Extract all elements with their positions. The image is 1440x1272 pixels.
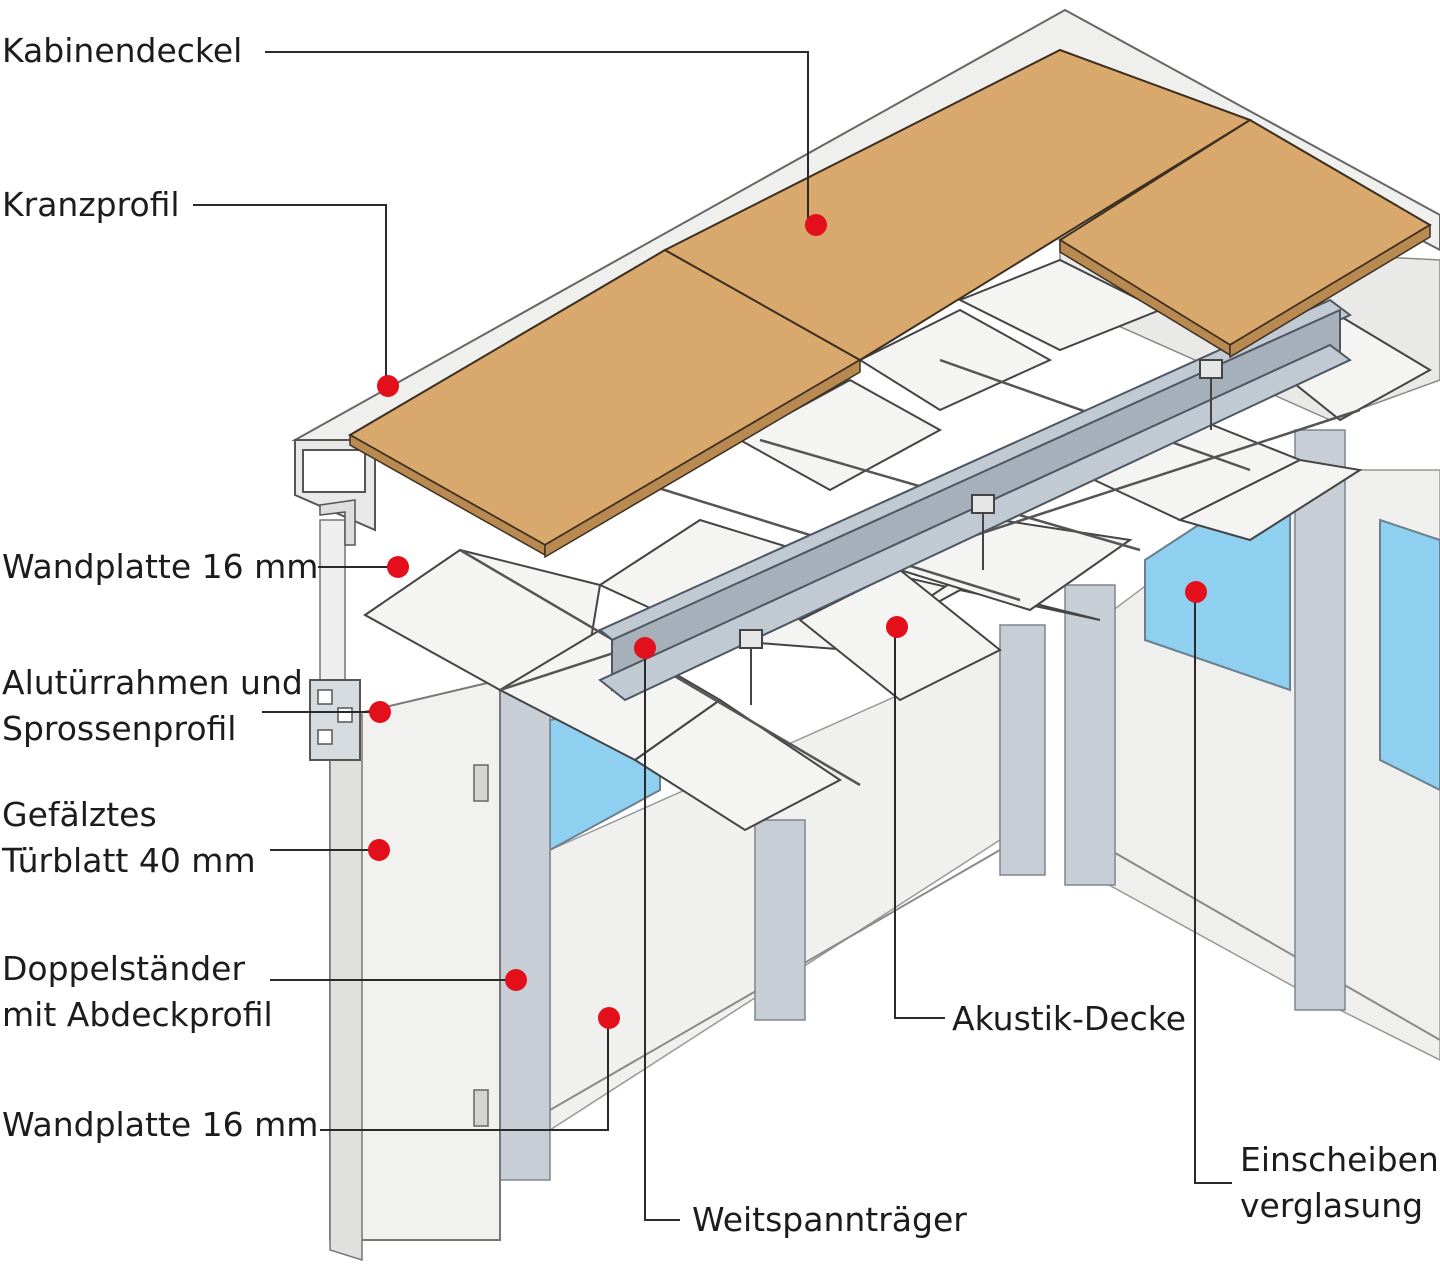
leader-kranzprofil [193,204,387,385]
marker-kabinendeckel [805,214,827,236]
marker-weitspanntraeger [634,637,656,659]
label-wandplatte-unten: Wandplatte 16 mm [2,1102,318,1148]
label-akustik-decke: Akustik-Decke [952,996,1186,1042]
marker-akustik-decke [886,616,908,638]
kabinendeckel-panels [347,48,1432,559]
leader-lines [193,51,1232,1221]
hangers [739,359,1223,705]
marker-doppelstaender [505,969,527,991]
label-wandplatte-oben: Wandplatte 16 mm [2,544,318,590]
door [329,678,501,1262]
label-akustik-decke-text: Akustik-Decke [952,999,1186,1038]
label-doppelstaender-line2: mit Abdeckprofil [2,995,273,1034]
label-alutuerrahmen-line2: Sprossenprofil [2,709,237,748]
label-tuerblatt: Gefälztes Türblatt 40 mm [2,792,256,884]
label-alutuerrahmen: Alutürrahmen und Sprossenprofil [2,660,303,752]
label-doppelstaender: Doppelständer mit Abdeckprofil [2,946,273,1038]
posts [499,429,1346,1181]
label-wandplatte-oben-text: Wandplatte 16 mm [2,547,319,586]
leader-weitspanntraeger [644,645,680,1221]
label-einscheiben: Einscheiben- verglasung [1240,1137,1440,1229]
label-weitspanntraeger: Weitspannträger [692,1197,967,1243]
marker-alutuerrahmen [369,701,391,723]
label-doppelstaender-line1: Doppelständer [2,949,246,988]
label-alutuerrahmen-line1: Alutürrahmen und [2,663,303,702]
marker-tuerblatt [368,839,390,861]
label-kranzprofil: Kranzprofil [2,182,180,228]
hinge-top-icon [473,764,489,802]
label-wandplatte-unten-text: Wandplatte 16 mm [2,1105,319,1144]
label-tuerblatt-line2: Türblatt 40 mm [2,841,256,880]
marker-wandplatte-oben [387,556,409,578]
marker-einscheiben [1185,581,1207,603]
marker-kranzprofil [377,375,399,397]
far-window-glass [1379,518,1440,792]
leader-wandplatte-unten [320,1020,609,1131]
leader-akustik-decke [894,627,945,1019]
label-einscheiben-line2: verglasung [1240,1186,1424,1225]
label-kabinendeckel: Kabinendeckel [2,28,242,74]
marker-wandplatte-unten [598,1007,620,1029]
leader-einscheiben [1194,592,1232,1184]
door-frame-profile [309,519,361,761]
label-kranzprofil-text: Kranzprofil [2,185,180,224]
label-weitspanntraeger-text: Weitspannträger [692,1200,967,1239]
leader-kabinendeckel [265,51,809,225]
markers [368,214,1207,1029]
label-kabinendeckel-text: Kabinendeckel [2,31,243,70]
hinge-bottom-icon [473,1089,489,1127]
label-tuerblatt-line1: Gefälztes [2,795,157,834]
label-einscheiben-line1: Einscheiben- [1240,1140,1440,1179]
